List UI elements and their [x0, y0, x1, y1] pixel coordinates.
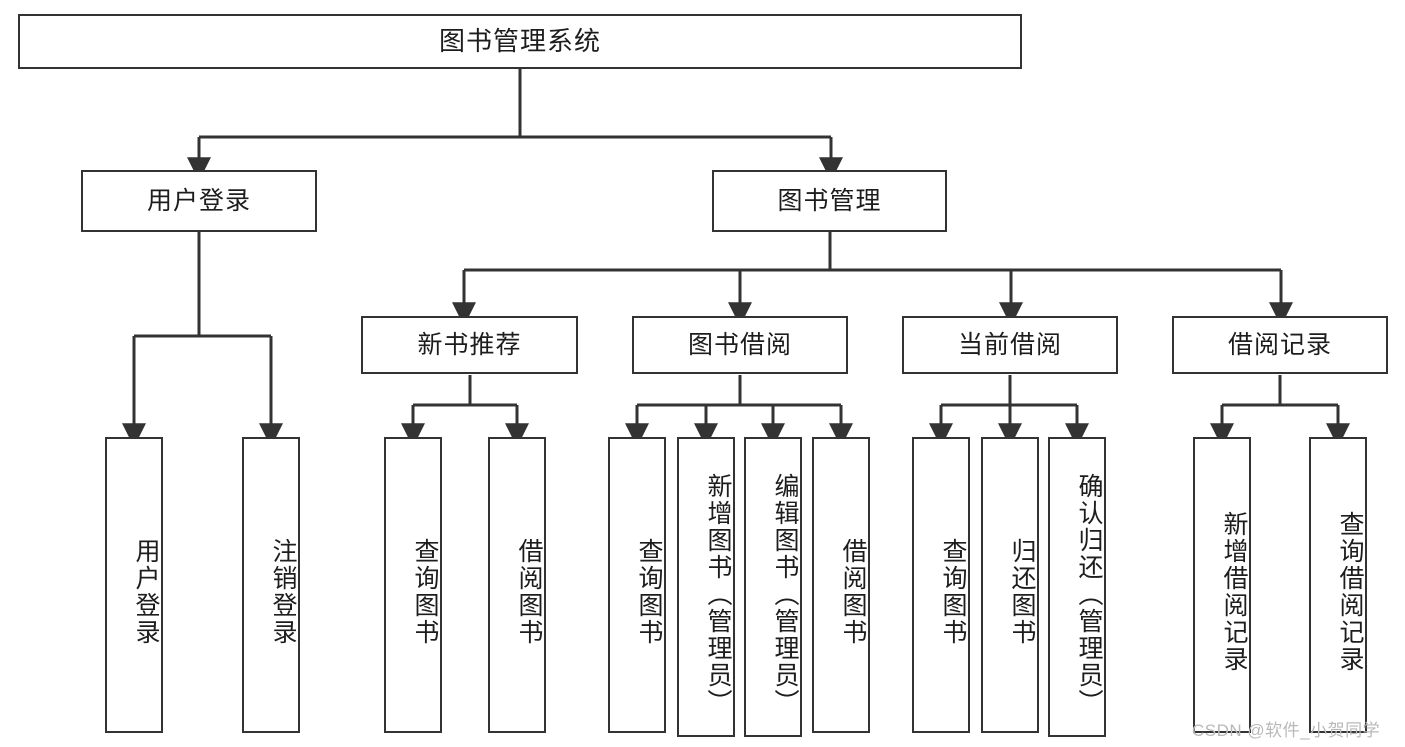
node-leaf-edit-book[interactable]: 编辑图书（管理员） [744, 437, 802, 737]
node-user-login[interactable]: 用户登录 [81, 170, 317, 232]
node-leaf-query-book-3[interactable]: 查询图书 [912, 437, 970, 733]
node-current-borrow[interactable]: 当前借阅 [902, 316, 1118, 374]
node-leaf-user-login[interactable]: 用户登录 [105, 437, 163, 733]
node-leaf-query-record[interactable]: 查询借阅记录 [1309, 437, 1367, 733]
node-borrow-record[interactable]: 借阅记录 [1172, 316, 1388, 374]
node-leaf-return-book[interactable]: 归还图书 [981, 437, 1039, 733]
node-leaf-borrow-book-1[interactable]: 借阅图书 [488, 437, 546, 733]
node-leaf-add-record[interactable]: 新增借阅记录 [1193, 437, 1251, 733]
node-leaf-query-book-1[interactable]: 查询图书 [384, 437, 442, 733]
node-leaf-borrow-book-2[interactable]: 借阅图书 [812, 437, 870, 733]
node-leaf-confirm-return[interactable]: 确认归还（管理员） [1048, 437, 1106, 737]
node-book-management[interactable]: 图书管理 [712, 170, 947, 232]
node-leaf-add-book[interactable]: 新增图书（管理员） [677, 437, 735, 737]
node-book-borrow[interactable]: 图书借阅 [632, 316, 848, 374]
node-leaf-logout[interactable]: 注销登录 [242, 437, 300, 733]
node-new-book-recommend[interactable]: 新书推荐 [361, 316, 578, 374]
watermark-label: CSDN @软件_小贺同学 [1192, 721, 1381, 740]
node-leaf-query-book-2[interactable]: 查询图书 [608, 437, 666, 733]
node-root-system[interactable]: 图书管理系统 [18, 14, 1022, 69]
